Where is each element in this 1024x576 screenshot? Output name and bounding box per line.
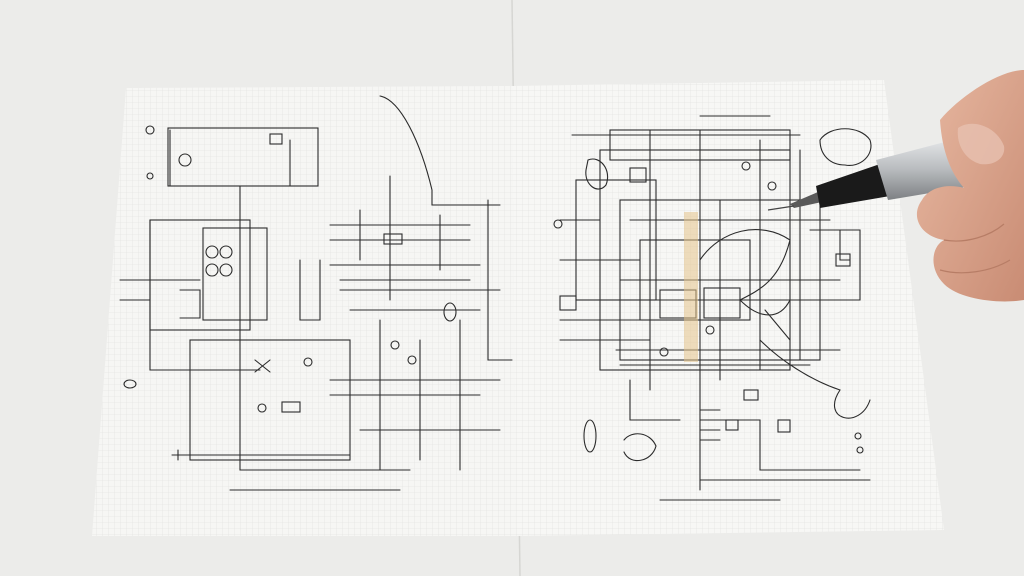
highlight-strip — [684, 212, 698, 362]
left-sheet — [92, 86, 516, 536]
left-schematic — [119, 95, 513, 491]
right-sheet — [512, 80, 944, 536]
right-schematic — [553, 115, 872, 501]
hand — [916, 70, 1024, 302]
